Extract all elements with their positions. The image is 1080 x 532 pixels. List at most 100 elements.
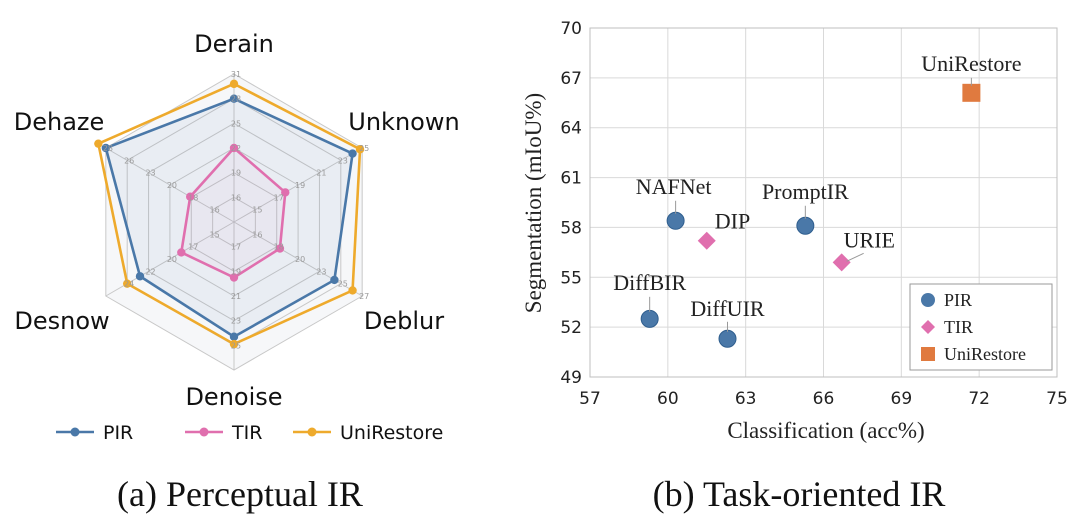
legend-marker-tir xyxy=(199,427,209,437)
legend-marker-unirestore xyxy=(307,427,317,437)
radar-point-tir-denoise xyxy=(229,273,239,282)
radar-tick-label: 17 xyxy=(274,193,284,202)
radar-point-unirestore-denoise xyxy=(229,339,239,349)
scatter-point-label-urie: URIE xyxy=(844,227,895,252)
radar-point-tir-derain xyxy=(229,143,239,153)
scatter-y-tick-label: 49 xyxy=(560,368,582,388)
radar-axis-label-denoise: Denoise xyxy=(185,383,282,411)
scatter-x-tick-label: 72 xyxy=(968,389,990,409)
legend-label-tir: TIR xyxy=(231,422,262,444)
radar-tick-label: 23 xyxy=(145,169,155,178)
scatter-x-tick-label: 57 xyxy=(579,389,601,409)
scatter-y-tick-label: 61 xyxy=(560,169,582,189)
radar-tick-label: 23 xyxy=(338,156,348,165)
radar-tick-label: 18 xyxy=(274,243,284,252)
radar-point-tir-dehaze xyxy=(186,192,195,201)
radar-point-unirestore-unknown xyxy=(355,145,365,154)
radar-tick-label: 26 xyxy=(124,156,134,165)
radar-axis-label-deblur: Deblur xyxy=(364,307,444,335)
radar-tick-label: 17 xyxy=(188,243,198,252)
radar-tick-label: 23 xyxy=(231,317,241,326)
radar-point-pir-denoise xyxy=(229,332,239,341)
scatter-point-label-nafnet: NAFNet xyxy=(636,174,712,199)
radar-spoke xyxy=(233,147,363,223)
radar-tick-label: 19 xyxy=(231,169,241,178)
caption-perceptual-ir: (a) Perceptual IR xyxy=(117,474,363,514)
scatter-y-tick-label: 70 xyxy=(560,19,582,39)
scatter-point-promptir xyxy=(796,216,815,235)
scatter-y-tick-label: 64 xyxy=(560,119,582,139)
scatter-point-label-unirestore: UniRestore xyxy=(921,51,1021,76)
legend-marker-pir xyxy=(70,427,80,437)
scatter-point-label-diffuir: DiffUIR xyxy=(690,296,764,321)
radar-tick-label: 21 xyxy=(231,292,241,301)
scatter-plot-border xyxy=(589,27,1058,378)
scatter-x-tick-label: 63 xyxy=(735,389,757,409)
scatter-leader-line xyxy=(846,252,864,262)
scatter-legend-marker-pir xyxy=(921,293,935,307)
scatter-x-tick-label: 75 xyxy=(1046,389,1068,409)
scatter-y-tick-label: 67 xyxy=(560,69,582,89)
radar-point-unirestore-derain xyxy=(229,79,239,89)
radar-tick-label: 22 xyxy=(231,144,241,153)
radar-tick-label: 20 xyxy=(167,181,177,190)
radar-tick-label: 15 xyxy=(252,206,262,215)
legend-label-unirestore: UniRestore xyxy=(340,422,443,444)
scatter-point-unirestore xyxy=(962,83,981,102)
radar-tick-label: 16 xyxy=(210,206,220,215)
scatter-point-diffbir xyxy=(640,309,659,328)
scatter-legend-label-tir: TIR xyxy=(944,317,973,337)
radar-series xyxy=(94,79,365,349)
radar-legend: PIR TIR UniRestore xyxy=(56,422,443,444)
radar-tick-label: 25 xyxy=(231,341,241,350)
scatter-point-dip xyxy=(697,231,716,250)
x-axis-label: Classification (acc%) xyxy=(727,418,924,443)
radar-tick-label: 17 xyxy=(231,243,241,252)
scatter-legend-marker-tir xyxy=(921,320,935,334)
y-axis-label: Segmentation (mIoU%) xyxy=(521,93,546,313)
radar-axis-label-desnow: Desnow xyxy=(14,307,109,335)
scatter-y-tick-label: 55 xyxy=(560,268,582,288)
radar-point-pir-unknown xyxy=(348,149,357,158)
radar-tick-label: 25 xyxy=(359,144,369,153)
scatter-x-tick-label: 60 xyxy=(657,389,679,409)
radar-chart: 1619222528311517192123251618202325271719… xyxy=(14,30,460,411)
scatter-legend-marker-unirestore xyxy=(921,347,935,361)
radar-tick-label: 20 xyxy=(167,255,177,264)
radar-tick-label: 16 xyxy=(231,193,241,202)
radar-tick-label: 31 xyxy=(231,70,241,79)
legend-label-pir: PIR xyxy=(103,422,133,444)
radar-tick-label: 25 xyxy=(338,280,348,289)
radar-point-pir-desnow xyxy=(135,272,145,281)
scatter-point-nafnet xyxy=(666,211,685,230)
radar-tick-labels: 1619222528311517192123251618202325271719… xyxy=(103,70,370,350)
scatter-legend-label-pir: PIR xyxy=(944,290,972,310)
radar-point-pir-dehaze xyxy=(101,143,111,153)
radar-point-unirestore-deblur xyxy=(348,286,357,295)
radar-point-unirestore-desnow xyxy=(122,279,132,288)
radar-point-tir-deblur xyxy=(275,244,285,253)
radar-spoke xyxy=(105,147,235,223)
radar-tick-label: 19 xyxy=(231,267,241,276)
radar-tick-label: 28 xyxy=(103,144,113,153)
radar-tick-label: 16 xyxy=(252,230,262,239)
radar-point-tir-unknown xyxy=(281,188,290,197)
scatter-y-tick-label: 52 xyxy=(560,318,582,338)
radar-tick-label: 15 xyxy=(210,230,220,239)
scatter-y-tick-label: 58 xyxy=(560,218,582,238)
scatter-legend-label-unirestore: UniRestore xyxy=(944,344,1026,364)
radar-point-tir-desnow xyxy=(177,248,186,257)
radar-point-pir-derain xyxy=(229,94,239,103)
radar-axis-label-derain: Derain xyxy=(194,30,274,58)
scatter-point-urie xyxy=(832,253,851,272)
radar-tick-label: 27 xyxy=(359,292,369,301)
radar-tick-label: 18 xyxy=(188,193,198,202)
scatter-point-label-diffbir: DiffBIR xyxy=(613,270,686,295)
scatter-point-diffuir xyxy=(718,329,737,348)
scatter-legend: PIR TIR UniRestore xyxy=(909,283,1053,371)
radar-axis-label-unknown: Unknown xyxy=(348,108,459,136)
